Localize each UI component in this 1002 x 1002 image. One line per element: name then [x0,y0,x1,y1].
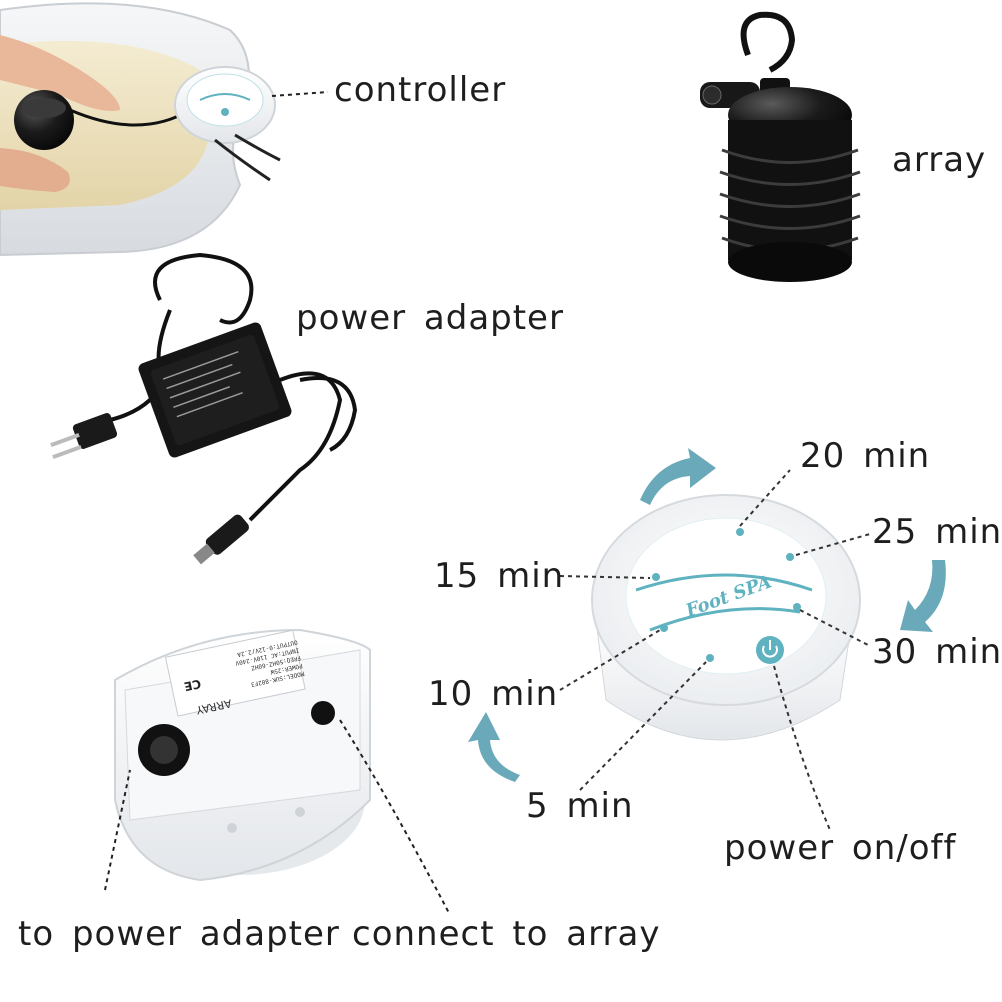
array-image [700,11,861,282]
timer-10-label: 10 min [428,674,559,714]
foot-tub-image [0,2,281,257]
timer-led-5 [706,654,714,662]
controller-leader [271,91,329,97]
timer-15-label: 15 min [434,556,565,596]
controller-bottom-image [114,628,371,882]
power-on-off-label: power on/off [724,828,957,868]
power-adapter-label: power adapter [296,298,564,338]
timer-5-label: 5 min [526,786,634,826]
timer-led-30 [793,603,801,611]
timer-30-label: 30 min [872,632,1002,672]
timer-led-15 [652,573,660,581]
connect-to-array-label: connect to array [352,914,661,954]
timer-20-label: 20 min [800,436,931,476]
timer-led-20 [736,528,744,536]
timer-leaders [559,469,871,831]
controller-label: controller [334,70,507,110]
controller-top-image [591,494,861,741]
power-icon [762,645,778,658]
timer-25-label: 25 min [872,512,1002,552]
rotate-arrow-icon [468,448,946,782]
timer-led-25 [786,553,794,561]
to-power-adapter-label: to power adapter [18,914,340,954]
array-label: array [892,140,987,180]
connect-to-array-leader [339,719,451,916]
timer-led-10 [660,624,668,632]
power-adapter-image [50,252,358,565]
